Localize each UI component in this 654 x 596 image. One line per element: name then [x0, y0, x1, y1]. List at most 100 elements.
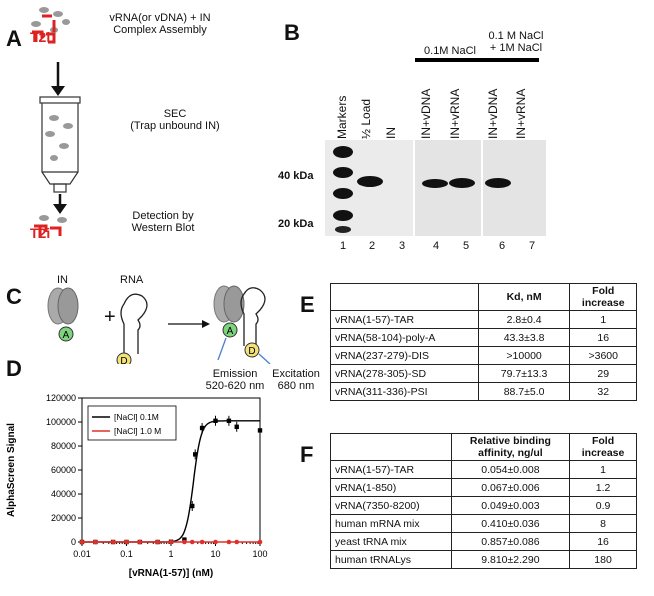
- in-label: IN: [57, 274, 68, 286]
- kd-row-value: 88.7±5.0: [477, 382, 571, 401]
- marker-band: [333, 167, 353, 178]
- lane-number-5: 5: [463, 240, 470, 252]
- kd-row-label: vRNA(278-305)-SD: [330, 364, 479, 383]
- kd-row-fold: 32: [569, 382, 637, 401]
- data-point: [234, 539, 240, 545]
- affinity-row-fold: 0.9: [569, 496, 637, 515]
- lane-number-3: 3: [399, 240, 406, 252]
- excitation-line2: 680 nm: [277, 380, 315, 392]
- detection-line2: Western Blot: [131, 222, 195, 234]
- affinity-table: Relative binding affinity, ng/ul Fold in…: [330, 433, 637, 569]
- y-tick-label: 120000: [46, 393, 76, 403]
- data-point: [168, 539, 174, 545]
- affinity-table-header: Relative binding affinity, ng/ul Fold in…: [330, 433, 637, 461]
- affinity-row-value: 0.054±0.008: [450, 460, 571, 479]
- mw-40-label: 40 kDa: [278, 170, 314, 182]
- lane-label-5: IN+vRNA: [448, 88, 462, 139]
- affinity-header-value: Relative binding affinity, ng/ul: [450, 433, 571, 461]
- y-axis-label: AlphaScreen Signal: [6, 423, 17, 517]
- panel-c-letter: C: [6, 284, 22, 309]
- data-point: [226, 539, 232, 545]
- affinity-row-fold: 1: [569, 460, 637, 479]
- kd-row-label: vRNA(311-336)-PSI: [330, 382, 479, 401]
- sec-line1: SEC: [163, 108, 187, 120]
- salt-high-label: 0.1 M NaCl + 1M NaCl: [480, 30, 552, 54]
- complex-assembly-line2: Complex Assembly: [113, 24, 207, 36]
- band-lane-6: [485, 178, 511, 188]
- rna-label: RNA: [120, 274, 144, 286]
- affinity-row-value: 0.049±0.003: [450, 496, 571, 515]
- lane-number-1: 1: [340, 240, 347, 252]
- alphascreen-schematic: A D A D: [47, 285, 271, 364]
- salt-high-bar: [483, 58, 539, 62]
- y-tick-label: 60000: [51, 465, 76, 475]
- lane-label-4: IN+vDNA: [419, 88, 433, 139]
- affinity-row-value: 0.067±0.006: [450, 478, 571, 497]
- affinity-row-label: human mRNA mix: [330, 514, 452, 533]
- marker-band: [333, 188, 353, 199]
- y-tick-label: 40000: [51, 489, 76, 499]
- legend-label: [NaCl] 1.0 M: [114, 426, 161, 436]
- kd-row-value: 79.7±13.3: [477, 364, 571, 383]
- complex-bead-a-icon: A: [227, 326, 234, 337]
- panel-f-letter: F: [300, 442, 314, 467]
- lane-number-7: 7: [529, 240, 536, 252]
- marker-band: [333, 146, 353, 158]
- marker-band: [335, 226, 351, 233]
- legend-label: [NaCl] 0.1M: [114, 412, 159, 422]
- affinity-row-value: 0.410±0.036: [450, 514, 571, 533]
- kd-row-value: 43.3±3.8: [477, 328, 571, 347]
- data-point: [79, 539, 85, 545]
- salt-high-line2: + 1M NaCl: [489, 42, 543, 54]
- detection-label: Detection by Western Blot: [108, 210, 218, 234]
- kd-row-label: vRNA(58-104)-poly-A: [330, 328, 479, 347]
- kd-row-fold: >3600: [569, 346, 637, 365]
- svg-text:T2i: T2i: [30, 225, 50, 240]
- emission-label: Emission 520-620 nm: [200, 368, 270, 392]
- affinity-row-label: vRNA(1-850): [330, 478, 452, 497]
- data-point: [137, 539, 143, 545]
- x-tick-label: 1: [168, 549, 173, 559]
- data-point: [189, 539, 195, 545]
- lane-label-1: Markers: [335, 95, 349, 139]
- panel-a-letter: A: [6, 26, 22, 51]
- marker-band: [333, 210, 353, 221]
- kd-row-fold: 1: [569, 310, 637, 329]
- panel-e-letter: E: [300, 292, 315, 317]
- data-point: [257, 539, 263, 545]
- band-lane-2: [357, 176, 383, 187]
- lane-label-6: IN+vDNA: [486, 88, 500, 139]
- excitation-line1: Excitation: [272, 368, 320, 380]
- data-point: [155, 539, 160, 545]
- band-lane-5: [449, 178, 475, 188]
- affinity-row-value: 0.857±0.086: [450, 532, 571, 551]
- panel-b-letter: B: [284, 20, 300, 45]
- x-tick-label: 0.1: [120, 549, 133, 559]
- emission-line1: Emission: [212, 368, 258, 380]
- y-tick-label: 100000: [46, 417, 76, 427]
- kd-header-kd: Kd, nM: [477, 283, 571, 311]
- y-tick-label: 80000: [51, 441, 76, 451]
- excitation-label: Excitation 680 nm: [266, 368, 326, 392]
- bead-a-icon: A: [63, 330, 70, 341]
- kd-row-value: 2.8±0.4: [477, 310, 571, 329]
- affinity-row-label: vRNA(1-57)-TAR: [330, 460, 452, 479]
- lane-label-3: IN: [384, 127, 398, 139]
- data-point: [182, 539, 187, 545]
- kd-header-fold: Fold increase: [569, 283, 637, 311]
- sec-column: [39, 96, 81, 193]
- affinity-row-fold: 16: [569, 532, 637, 551]
- complex-blob-top: T2i: [30, 7, 70, 45]
- lane-label-2: ½ Load: [359, 98, 373, 139]
- data-point: [213, 539, 218, 545]
- table-row: vRNA(237-279)-DIS>10000>3600: [330, 346, 637, 365]
- lane-number-4: 4: [433, 240, 440, 252]
- x-tick-label: 10: [210, 549, 220, 559]
- salt-low-bar: [415, 58, 483, 62]
